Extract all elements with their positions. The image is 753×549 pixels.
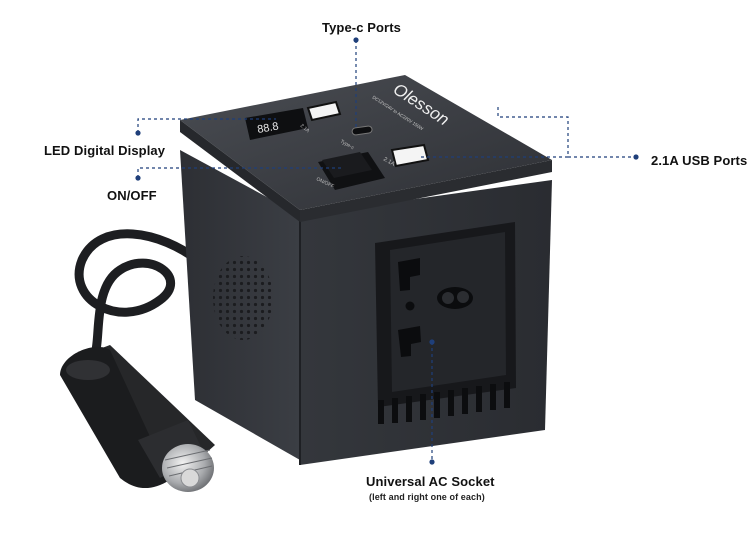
cigarette-lighter-plug	[60, 345, 215, 492]
label-ac-socket: Universal AC Socket	[366, 474, 495, 489]
usb-port-left[interactable]	[306, 100, 342, 122]
usb-left-label: 2.1A	[299, 123, 311, 135]
power-switch[interactable]	[318, 152, 385, 190]
label-usb-ports: 2.1A USB Ports	[651, 153, 748, 168]
speaker-grille	[213, 256, 273, 340]
ac-socket[interactable]	[375, 222, 516, 407]
power-cable	[74, 229, 205, 355]
led-display: 88.8	[245, 108, 308, 140]
type-c-port[interactable]	[351, 125, 373, 136]
usb-right-label: 2.1A	[382, 157, 396, 168]
usb-port-right[interactable]	[390, 143, 430, 168]
label-led-display: LED Digital Display	[44, 143, 166, 158]
vent-slots	[378, 382, 510, 424]
callout-lines	[137, 40, 636, 462]
label-type-c-ports: Type-c Ports	[322, 20, 401, 35]
label-on-off: ON/OFF	[107, 188, 157, 203]
led-reading: 88.8	[256, 120, 279, 136]
label-ac-socket-note: (left and right one of each)	[369, 492, 485, 502]
callout-dots	[135, 37, 639, 465]
cube-top-face	[180, 75, 552, 210]
